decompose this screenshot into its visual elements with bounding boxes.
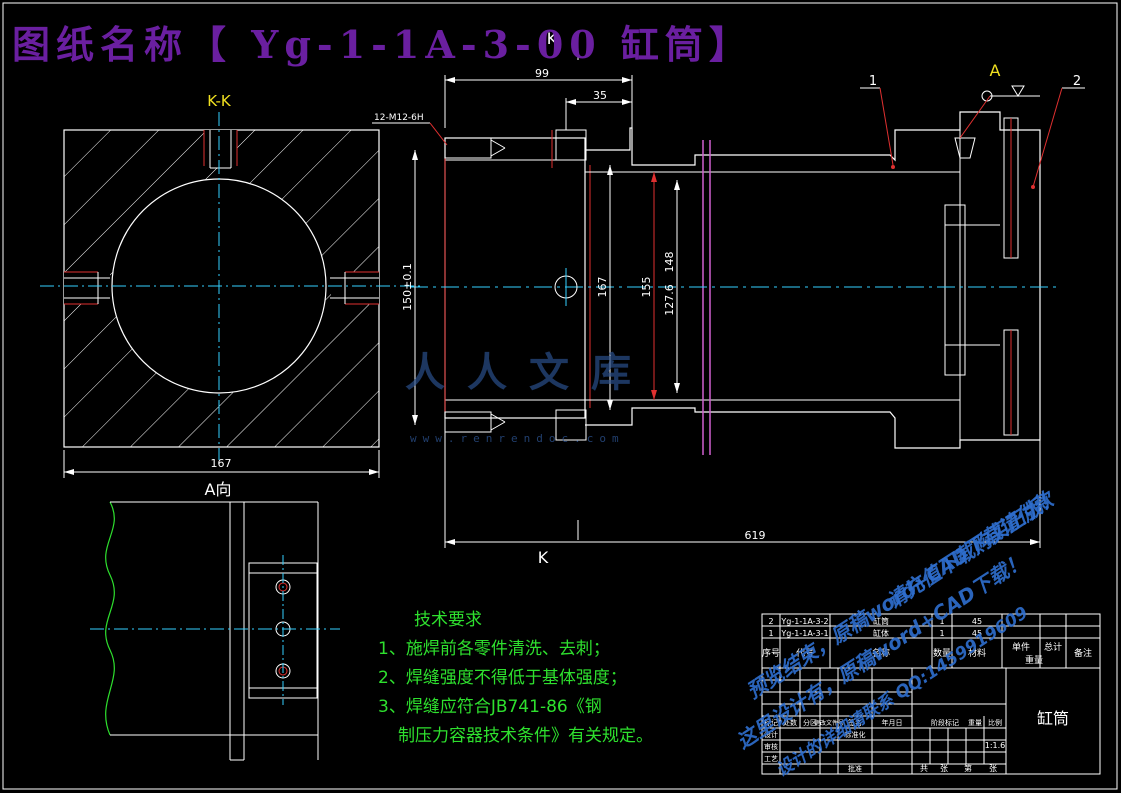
tb-label-approve: 批准	[848, 764, 862, 773]
parts-header-total: 总计	[1044, 641, 1062, 653]
parts-header-no: 序号	[762, 647, 780, 659]
dim-619: 619	[745, 529, 766, 542]
parts-header-qty: 数量	[933, 647, 951, 659]
tech-requirements: 技术要求 1、施焊前各零件清洗、去刺； 2、焊缝强度不得低于基体强度； 3、焊缝…	[378, 606, 653, 751]
section-label: K-K	[207, 92, 232, 110]
section-width-dim: 167	[211, 457, 232, 470]
title-block	[761, 613, 1101, 775]
parts-row-1-code: Yg-1-1A-3-2	[780, 617, 828, 626]
title-block-scale: 1:1.6	[985, 741, 1006, 750]
dim-167: 167	[596, 277, 609, 298]
direction-view-label: A向	[205, 480, 232, 499]
title-block-name: 缸筒	[1037, 709, 1069, 728]
parts-header-code: 代号	[796, 648, 814, 659]
parts-row-2-no: 1	[768, 629, 773, 638]
tb-label-total: 共	[920, 764, 928, 773]
dim-35: 35	[593, 89, 607, 102]
dim-thread: 12-M12-6H	[374, 113, 424, 123]
tb-label-process: 工艺	[764, 755, 778, 763]
parts-header-weight: 重量	[1025, 654, 1043, 666]
direction-view-a	[90, 501, 340, 761]
view-arrow-label: A	[990, 61, 1001, 80]
tb-label-zone: 分区	[803, 718, 817, 727]
parts-header-name: 名称	[872, 647, 890, 659]
tb-label-docno: 更改文件号	[814, 719, 844, 727]
tech-item-3: 3、焊缝应符合JB741-86《钢	[378, 697, 602, 717]
tech-item-1: 1、施焊前各零件清洗、去刺；	[378, 639, 610, 659]
tb-label-no: 第	[964, 763, 972, 773]
dim-127: 127.6	[663, 284, 676, 316]
tb-label-date: 年月日	[882, 718, 903, 727]
tb-label-scale: 比例	[988, 718, 1002, 727]
tb-label-design: 设计	[764, 730, 778, 739]
tb-label-sign: 签名	[848, 718, 862, 727]
tb-label-review: 审核	[764, 742, 778, 751]
dim-99: 99	[535, 67, 549, 80]
tb-label-stage: 阶段标记	[931, 718, 959, 727]
tb-label-sheet1: 张	[940, 764, 948, 773]
parts-header-remark: 备注	[1074, 647, 1092, 659]
tb-label-sheet2: 张	[989, 764, 997, 773]
tb-label-mark: 标记	[764, 718, 778, 727]
tb-label-count: 处数	[783, 718, 797, 727]
tb-label-weight: 重量	[968, 719, 982, 727]
parts-row-2-code: Yg-1-1A-3-1	[780, 629, 828, 638]
tech-requirements-title: 技术要求	[414, 610, 482, 630]
section-mark-bottom: K	[538, 548, 549, 567]
dim-155: 155	[640, 277, 653, 298]
part-number-2: 2	[1073, 74, 1081, 89]
drawing-title-banner: 图纸名称【 Yg-1-1A-3-00 缸筒】	[12, 22, 753, 67]
parts-row-2-name: 缸体	[873, 628, 889, 638]
section-mark-top: K	[547, 29, 558, 48]
dim-148: 148	[663, 252, 676, 273]
parts-row-2-qty: 1	[939, 629, 944, 638]
watermark-logo: 人人文库	[405, 349, 653, 396]
parts-row-1-qty: 1	[939, 617, 944, 626]
parts-header-material: 材料	[968, 647, 986, 659]
dim-150: 150±0.1	[401, 263, 414, 311]
parts-row-2-material: 45	[972, 629, 982, 638]
tech-item-2: 2、焊缝强度不得低于基体强度；	[378, 668, 627, 688]
parts-row-1-name: 缸筒	[873, 616, 889, 626]
section-view-kk	[40, 112, 420, 478]
part-number-1: 1	[869, 74, 877, 89]
parts-row-1-no: 2	[768, 617, 773, 626]
tech-item-4: 制压力容器技术条件》有关规定。	[398, 726, 653, 746]
watermark-url: www.renrendoc.com	[410, 432, 625, 445]
parts-row-1-material: 45	[972, 617, 982, 626]
main-view	[372, 40, 1085, 548]
parts-header-unit: 单件	[1012, 641, 1030, 653]
tb-label-standard: 标准化	[845, 730, 866, 739]
